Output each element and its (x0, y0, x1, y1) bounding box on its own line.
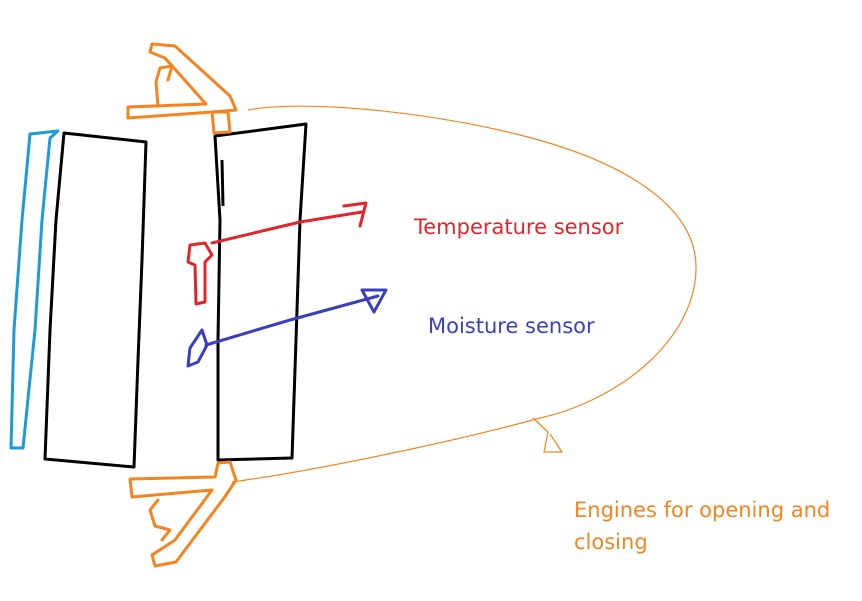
opening-arc (231, 105, 697, 483)
left-window-frame (43, 131, 148, 469)
window-glass-strip (9, 129, 60, 450)
moisture-sensor-label: Moisture sensor (428, 314, 595, 338)
temperature-arrow (210, 201, 368, 245)
temperature-sensor-icon (186, 241, 214, 306)
right-window-frame (213, 122, 308, 462)
sash-edge-line (220, 159, 225, 207)
engines-label: Engines for opening and closing (574, 498, 831, 554)
temperature-sensor-label: Temperature sensor (414, 215, 624, 239)
moisture-sensor-icon (186, 328, 209, 368)
moisture-arrow (204, 288, 388, 347)
bottom-engine-icon (128, 460, 238, 568)
top-engine-icon (126, 42, 238, 135)
opening-arc-arrow (532, 417, 563, 453)
